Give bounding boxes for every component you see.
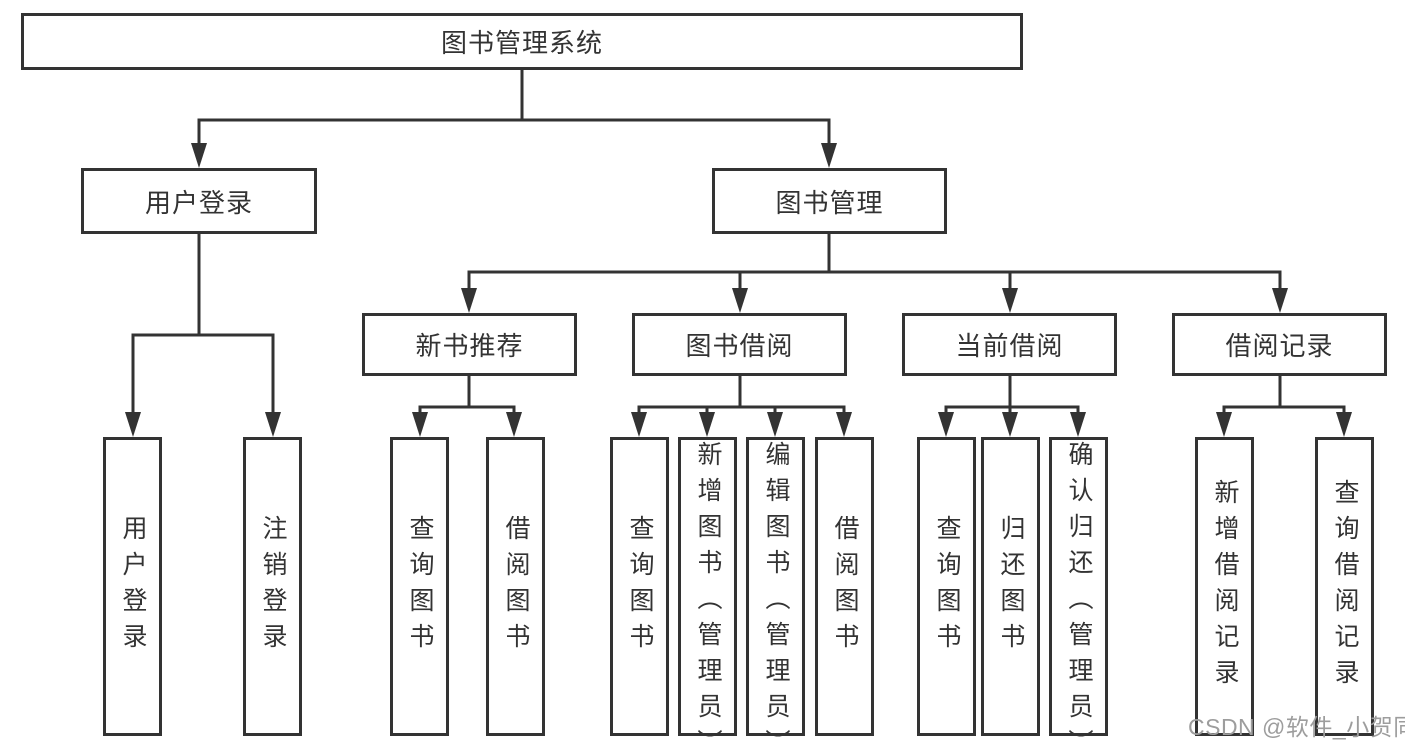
node-label: 新书推荐 [415,331,524,361]
leaf-label: 注销登录 [259,514,287,659]
node-label: 图书管理系统 [440,28,603,58]
node-label: 当前借阅 [955,331,1064,361]
leaf-label: 确认归还（管理员） [1065,440,1093,747]
leaf-query-books: 查询图书 [917,437,976,736]
leaf-borrow-books: 借阅图书 [486,437,545,736]
leaf-label: 查询借阅记录 [1331,478,1359,695]
leaf-logout-login: 注销登录 [243,437,302,736]
leaf-label: 借阅图书 [502,514,530,659]
leaf-add-borrow-record: 新增借阅记录 [1195,437,1254,736]
node-label: 借阅记录 [1225,331,1334,361]
leaf-label: 查询图书 [626,514,654,659]
leaf-borrow-books: 借阅图书 [815,437,874,736]
leaf-label: 新增图书（管理员） [694,440,722,747]
leaf-add-books-admin: 新增图书（管理员） [678,437,737,747]
leaf-label: 查询图书 [406,514,434,659]
leaf-user-login: 用户登录 [103,437,162,736]
node-library-management-system: 图书管理系统 [21,13,1023,70]
leaf-label: 查询图书 [933,514,961,659]
node-book-borrowing: 图书借阅 [632,313,847,376]
node-book-management: 图书管理 [712,168,947,234]
node-label: 用户登录 [144,187,253,218]
leaf-label: 用户登录 [119,514,147,659]
node-user-login: 用户登录 [81,168,317,234]
leaf-label: 编辑图书（管理员） [762,440,790,747]
leaf-label: 归还图书 [997,514,1025,659]
node-new-book-recommend: 新书推荐 [362,313,577,376]
node-borrowing-records: 借阅记录 [1172,313,1387,376]
leaf-return-books: 归还图书 [981,437,1040,736]
leaf-edit-books-admin: 编辑图书（管理员） [746,437,805,747]
leaf-query-borrow-record: 查询借阅记录 [1315,437,1374,736]
node-label: 图书管理 [775,187,884,218]
leaf-query-books: 查询图书 [610,437,669,736]
arrowheads [125,143,1352,437]
leaf-label: 新增借阅记录 [1211,478,1239,695]
node-label: 图书借阅 [685,331,794,361]
leaf-query-books: 查询图书 [390,437,449,736]
leaf-confirm-return-admin: 确认归还（管理员） [1049,437,1108,747]
node-current-borrowing: 当前借阅 [902,313,1117,376]
watermark-text: CSDN @软件_小贺同学 [1188,714,1405,740]
leaf-label: 借阅图书 [831,514,859,659]
